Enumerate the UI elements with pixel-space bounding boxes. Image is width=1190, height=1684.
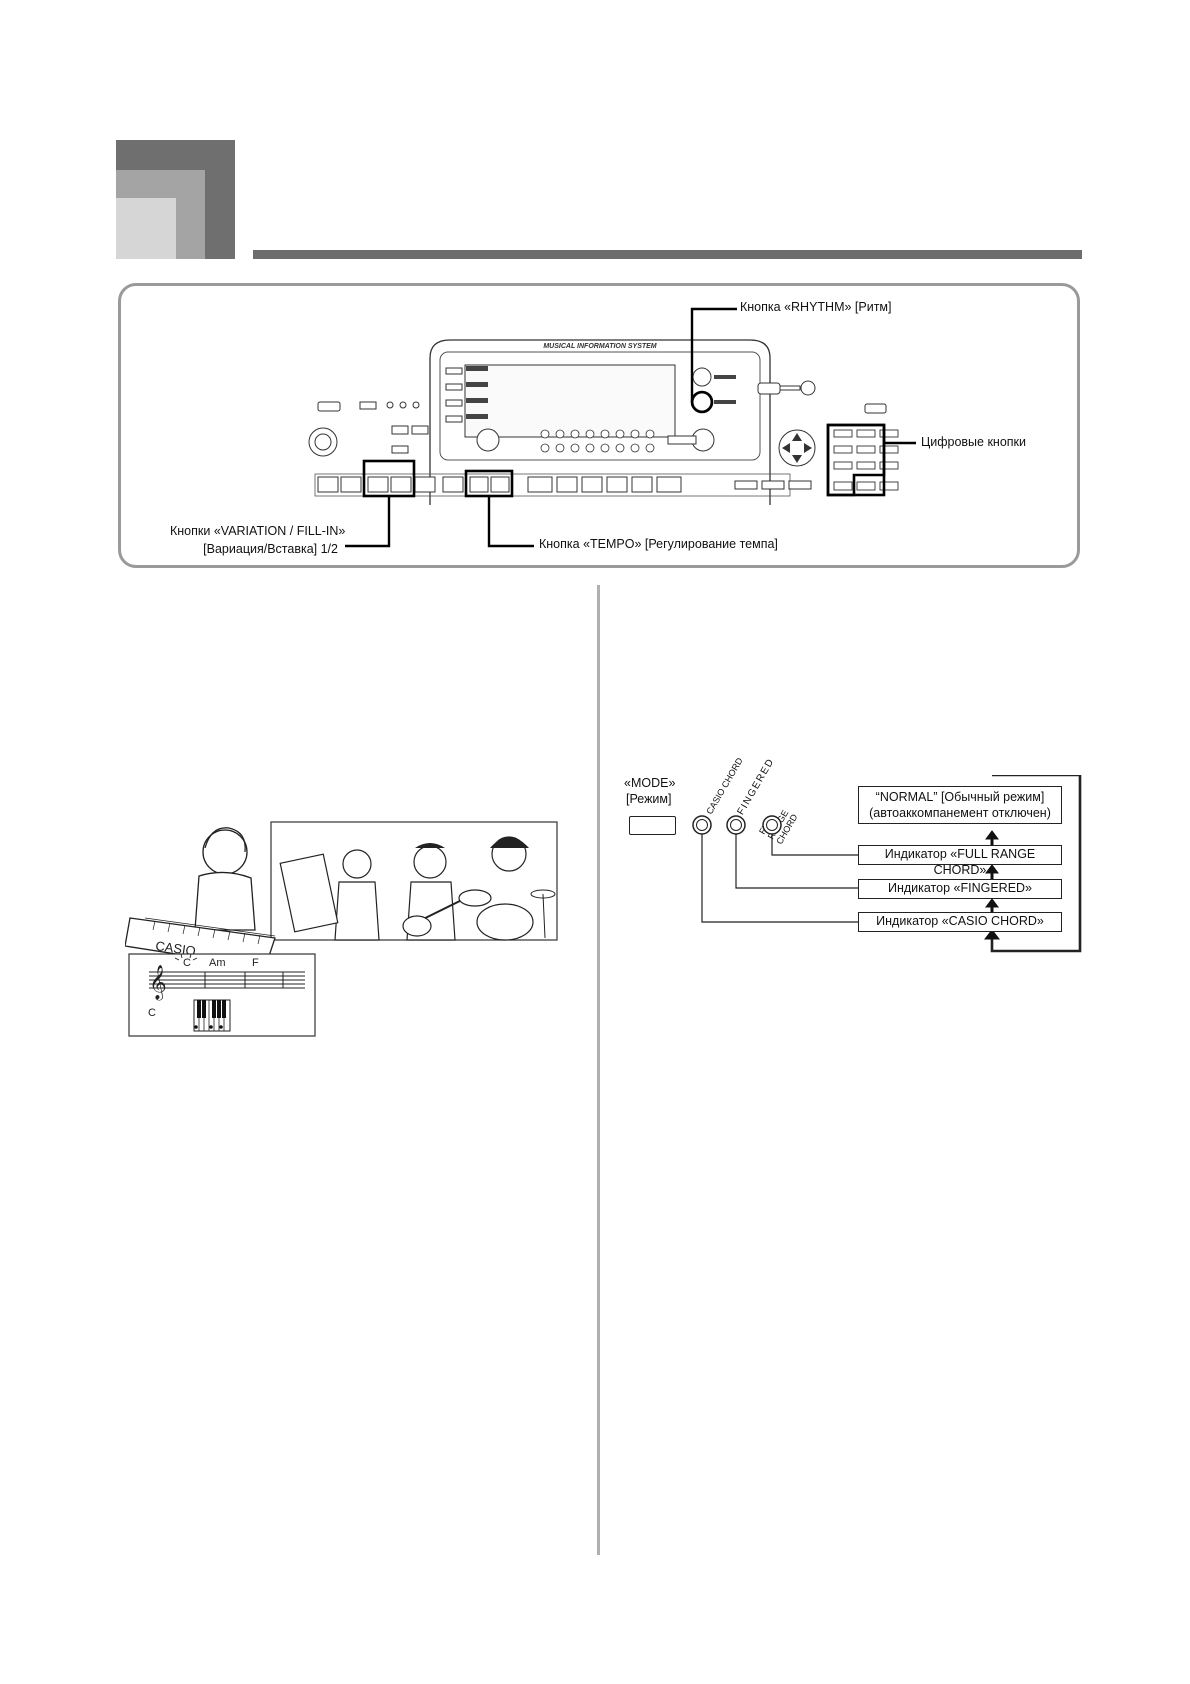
mode-label-line1: «MODE» [624,776,676,790]
chord-am: Am [209,957,226,969]
number-buttons-callout: Цифровые кнопки [921,435,1027,449]
normal-mode-line2: (автоаккомпанемент отключен) [869,806,1051,820]
mode-button[interactable] [629,816,676,835]
brand-strip: MUSICAL INFORMATION SYSTEM [543,343,656,350]
full-range-chord-box: Индикатор «FULL RANGE CHORD» [858,845,1062,877]
chord-c: C [183,957,191,969]
variation-callout-line1: Кнопки «VARIATION / FILL-IN» [170,524,346,538]
mode-label-line2: [Режим] [626,792,672,806]
accompaniment-illustration: CASIO 𝄞 C Am F C [125,821,558,1037]
casio-chord-box: Индикатор «CASIO CHORD» [858,912,1062,932]
tempo-button-callout: Кнопка «TEMPO» [Регулирование темпа] [539,537,778,551]
rhythm-button-callout: Кнопка «RHYTHM» [Ритм] [740,300,892,314]
fingered-box: Индикатор «FINGERED» [858,879,1062,899]
svg-text:𝄞: 𝄞 [149,965,167,1001]
keyboard-panel-drawing: MUSICAL INFORMATION SYSTEM [308,307,916,548]
chapter-title-rule [253,250,1082,259]
normal-mode-line1: “NORMAL” [Обычный режим] [875,790,1045,804]
control-panel-frame [118,283,1080,568]
column-divider [597,585,600,1555]
chord-f: F [252,957,259,969]
bass-note: C [148,1007,156,1019]
normal-mode-box: “NORMAL” [Обычный режим] (автоаккомпанем… [858,786,1062,824]
variation-callout-line2: [Вариация/Вставка] 1/2 [203,542,338,556]
